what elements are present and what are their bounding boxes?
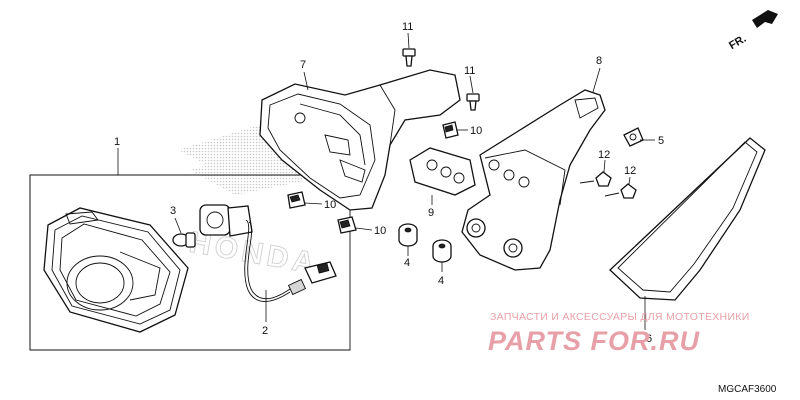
callout-4: 4 — [438, 275, 444, 287]
diagram-code: MGCAF3600 — [718, 384, 777, 395]
clip-icon — [287, 191, 306, 209]
clip-icon — [442, 121, 459, 139]
screw-icon — [579, 171, 612, 187]
shop-watermark: ЗАПЧАСТИ И АКСЕССУАРЫ ДЛЯ МОТОТЕХНИКИ PA… — [488, 311, 750, 356]
callout-7: 7 — [300, 59, 306, 71]
callout-11: 11 — [464, 65, 475, 77]
shop-tagline: ЗАПЧАСТИ И АКСЕССУАРЫ ДЛЯ МОТОТЕХНИКИ — [490, 311, 750, 323]
rear-bracket — [461, 89, 606, 271]
callout-3: 3 — [170, 205, 176, 217]
gasket-plate — [409, 147, 476, 196]
tail-light-lens — [43, 207, 189, 333]
wire-harness — [244, 219, 337, 302]
leader-lines — [117, 32, 655, 330]
callout-12: 12 — [598, 149, 610, 161]
bulb-icon — [172, 232, 196, 248]
callout-12: 12 — [624, 165, 636, 177]
bolt-icon — [466, 93, 480, 111]
bolt-icon — [402, 48, 416, 67]
grommet-icon — [432, 239, 452, 263]
callout-2: 2 — [262, 325, 268, 337]
callout-1: 1 — [114, 136, 120, 148]
callout-5: 5 — [658, 135, 664, 147]
callout-10: 10 — [374, 225, 386, 237]
callout-6: 6 — [646, 333, 652, 345]
bulb-socket — [199, 204, 253, 237]
screw-icon — [604, 183, 637, 199]
front-label: FR. — [727, 33, 748, 52]
grommet-icon — [398, 223, 418, 247]
callout-10: 10 — [470, 125, 482, 137]
front-direction-indicator: FR. — [727, 10, 778, 52]
callout-9: 9 — [428, 207, 434, 219]
clip-icon — [337, 216, 357, 234]
callout-4: 4 — [404, 257, 410, 269]
rubber-seal — [609, 137, 766, 301]
callout-10: 10 — [324, 199, 336, 211]
shop-site-logo: PARTS FOR.RU — [488, 326, 701, 356]
reflector-clip — [623, 127, 644, 147]
rear-cover — [259, 69, 461, 211]
front-arrow-icon — [752, 10, 778, 28]
callout-8: 8 — [596, 55, 602, 67]
callout-11: 11 — [402, 21, 413, 33]
